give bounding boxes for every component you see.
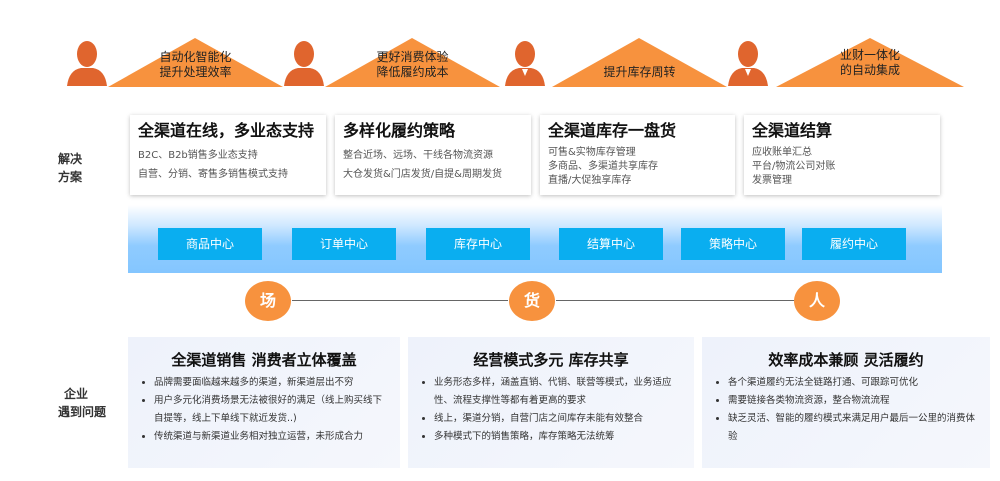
- goal-triangle: 自动化智能化提升处理效率: [108, 38, 283, 87]
- businessman-icon: [505, 41, 545, 86]
- goal-text: 自动化智能化: [159, 50, 232, 64]
- goal-triangle: 更好消费体验降低履约成本: [325, 38, 500, 87]
- goal-triangle: 提升库存周转: [552, 38, 727, 87]
- node-goods: 货: [509, 281, 555, 321]
- solution-card: 多样化履约策略整合近场、远场、干线各物流资源大仓发货&门店发货/自提&周期发货: [335, 115, 531, 195]
- inventory-center[interactable]: 库存中心: [426, 228, 530, 260]
- problem-panel: 经营模式多元 库存共享业务形态多样，涵盖直销、代销、联营等模式，业务适应性、流程…: [408, 337, 694, 468]
- settlement-center[interactable]: 结算中心: [559, 228, 663, 260]
- fulfillment-center[interactable]: 履约中心: [802, 228, 906, 260]
- person-icon: [284, 41, 324, 86]
- order-center[interactable]: 订单中心: [292, 228, 396, 260]
- solution-label: 解决方案: [58, 152, 83, 184]
- problem-panel: 全渠道销售 消费者立体覆盖品牌需要面临越来越多的渠道，新渠道层出不穷用户多元化消…: [128, 337, 400, 468]
- goal-triangle: 业财一体化的自动集成: [776, 38, 964, 87]
- goal-text: 提升处理效率: [159, 65, 232, 79]
- goal-text: 更好消费体验: [376, 50, 449, 64]
- solution-card: 全渠道结算应收账单汇总平台/物流公司对账发票管理: [744, 115, 940, 195]
- goal-text: 提升库存周转: [603, 65, 676, 79]
- strategy-center[interactable]: 策略中心: [681, 228, 785, 260]
- person-icon: [67, 41, 107, 86]
- solution-card: 全渠道库存一盘货可售&实物库存管理多商品、多渠道共享库存直播/大促独享库存: [540, 115, 735, 195]
- problem-panel: 效率成本兼顾 灵活履约各个渠道履约无法全链路打通、可跟踪可优化需要链接各类物流资…: [702, 337, 990, 468]
- businessman-icon: [728, 41, 768, 86]
- problem-label: 企业遇到问题: [58, 387, 107, 419]
- node-place: 场: [245, 281, 291, 321]
- goal-text: 降低履约成本: [376, 65, 449, 79]
- goal-text: 的自动集成: [839, 63, 900, 77]
- connector-arrow: [292, 300, 508, 301]
- goal-text: 业财一体化: [839, 48, 900, 62]
- connector-arrow: [556, 300, 794, 301]
- product-center[interactable]: 商品中心: [158, 228, 262, 260]
- node-people: 人: [794, 281, 840, 321]
